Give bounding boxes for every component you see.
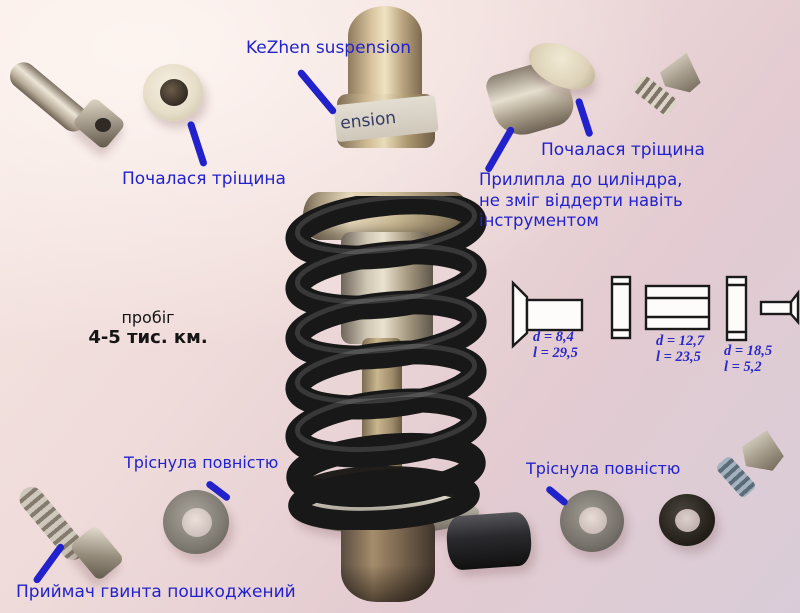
mileage-note: пробіг 4-5 тис. км.: [86, 308, 210, 348]
arrow-crack-right-to-bushing: [574, 97, 594, 138]
diagram-small-bolt-head: [789, 289, 800, 326]
arrow-stuck-to-bushing: [483, 125, 516, 174]
diagram-bolt-shaft: [525, 298, 584, 332]
gray-bushing-hole-right: [579, 507, 607, 534]
top-left-bolt-socket-hole: [95, 118, 111, 132]
shock-thread-section: [333, 141, 440, 196]
stuck-note-line2: не зміг віддерти навіть: [479, 190, 683, 210]
stuck-note: Прилипла до циліндра, не зміг віддерти н…: [479, 170, 683, 232]
cracked-fully-left-label: Тріснула повністю: [124, 453, 279, 472]
crack-started-right-label: Почалася тріщина: [541, 140, 705, 160]
diagram-small-bolt-shaft: [759, 300, 793, 316]
diagram-flat-bushing: [725, 275, 748, 342]
arrow-brand-to-sticker: [296, 68, 338, 116]
white-bushing-hole: [160, 79, 188, 106]
dim-bushing-large-l: l = 23,5: [656, 349, 701, 365]
bottom-mount-cylinder: [341, 519, 435, 602]
diagram-bushing-front: [610, 275, 632, 340]
mileage-line1: пробіг: [121, 308, 175, 327]
black-bushing-hole: [675, 509, 700, 532]
diagram-bolt-head: [511, 280, 529, 349]
shock-top-rod: [348, 6, 422, 108]
stuck-note-line3: інструментом: [479, 211, 599, 231]
crack-started-left-label: Почалася тріщина: [122, 169, 286, 189]
dim-bolt-d: d = 8,4: [533, 329, 574, 345]
sticker-brand-text: ension: [339, 107, 397, 134]
black-rubber-sleeve: [445, 511, 533, 571]
arrow-receiver-to-bolt: [32, 542, 66, 585]
dim-bushing-large-d: d = 12,7: [656, 333, 705, 349]
coil-spring: [285, 196, 487, 530]
arrow-cracked-right-to-ring: [544, 484, 570, 507]
gray-bushing-hole-left: [182, 508, 212, 537]
bottom-left-bolt-head: [69, 524, 125, 582]
bottom-right-bolt-head: [738, 426, 789, 472]
dim-bolt-l: l = 29,5: [533, 345, 578, 361]
cracked-fully-right-label: Тріснула повністю: [526, 459, 681, 478]
mileage-line2: 4-5 тис. км.: [88, 327, 208, 348]
diagram-bushing-side: [644, 284, 711, 331]
dimension-diagrams: [511, 275, 800, 349]
screw-receiver-label: Приймач гвинта пошкоджений: [16, 582, 296, 602]
brand-label: KeZhen suspension: [246, 38, 412, 58]
arrow-crack-left-to-ring: [186, 120, 208, 168]
dim-bushing-flat-l: l = 5,2: [724, 359, 762, 375]
dim-bushing-flat-d: d = 18,5: [724, 343, 773, 359]
stuck-note-line1: Прилипла до циліндра,: [479, 170, 683, 189]
top-right-bolt-head: [657, 47, 707, 94]
